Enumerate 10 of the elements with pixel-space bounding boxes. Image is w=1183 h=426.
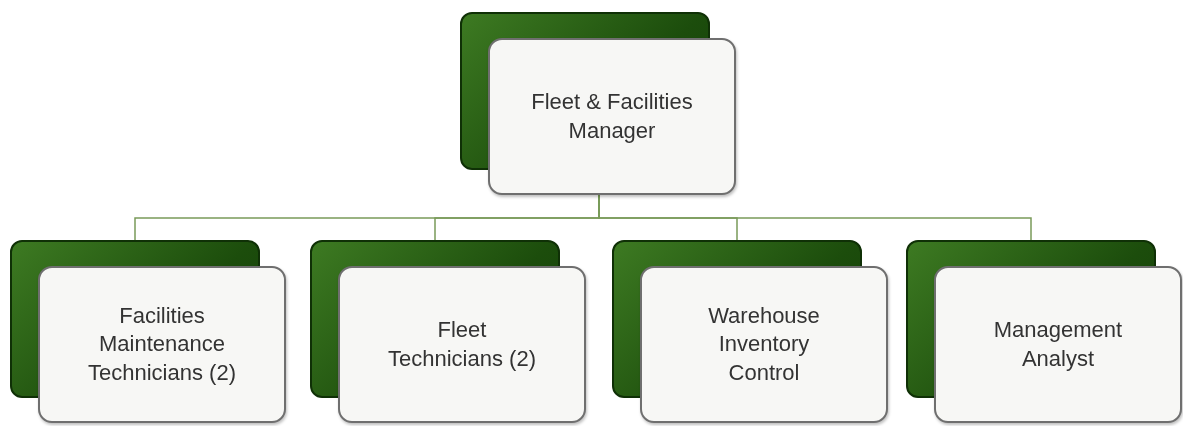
- org-chart-card: [612, 240, 888, 423]
- org-chart-card: [310, 240, 586, 423]
- position-title: Fleet Technicians (2): [338, 266, 586, 423]
- position-title: Warehouse Inventory Control: [640, 266, 888, 423]
- org-chart-card: [906, 240, 1182, 423]
- org-chart-card: [460, 12, 736, 195]
- position-title: Facilities Maintenance Technicians (2): [38, 266, 286, 423]
- position-title: Fleet & Facilities Manager: [488, 38, 736, 195]
- position-title: Management Analyst: [934, 266, 1182, 423]
- org-chart-card: [10, 240, 286, 423]
